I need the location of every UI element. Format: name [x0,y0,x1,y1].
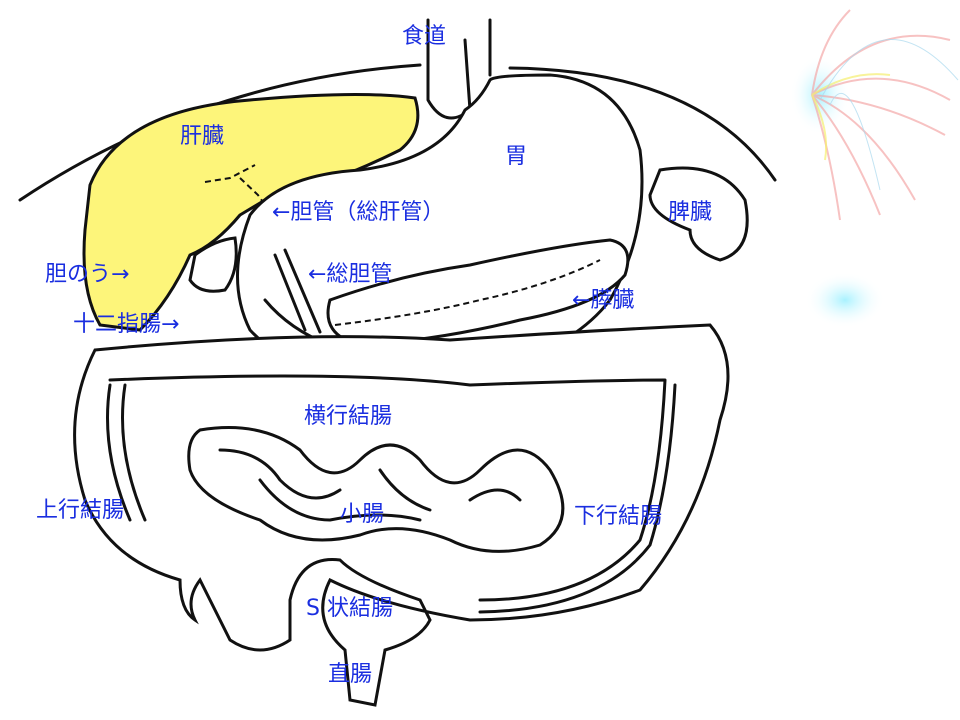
label-small-intestine: 小腸 [340,502,385,527]
colon-inner-lines [106,374,677,614]
label-rectum: 直腸 [328,662,373,687]
label-bile-duct: ←胆管（総肝管） [272,200,445,225]
gallbladder-shape [188,236,238,293]
label-pancreas: ←膵臓 [572,288,635,313]
label-stomach: 胃 [505,144,528,169]
label-ascending-colon: 上行結腸 [36,498,125,523]
label-common-bile-duct: ←総胆管 [308,262,393,287]
label-liver: 肝臓 [180,124,225,149]
common-bile-duct-shape [273,248,322,334]
decorative-firework [790,9,959,328]
label-gallbladder: 胆のう→ [45,262,130,287]
label-esophagus: 食道 [402,24,447,49]
small-intestine-loops [218,448,522,522]
label-duodenum: 十二指腸→ [73,312,180,337]
label-transverse-colon: 横行結腸 [304,404,393,429]
small-intestine-outline [187,426,565,553]
label-descending-colon: 下行結腸 [574,504,663,529]
label-spleen: 脾臓 [668,200,713,225]
spleen-shape [648,166,749,262]
label-sigmoid-colon: S 状結腸 [306,596,393,621]
